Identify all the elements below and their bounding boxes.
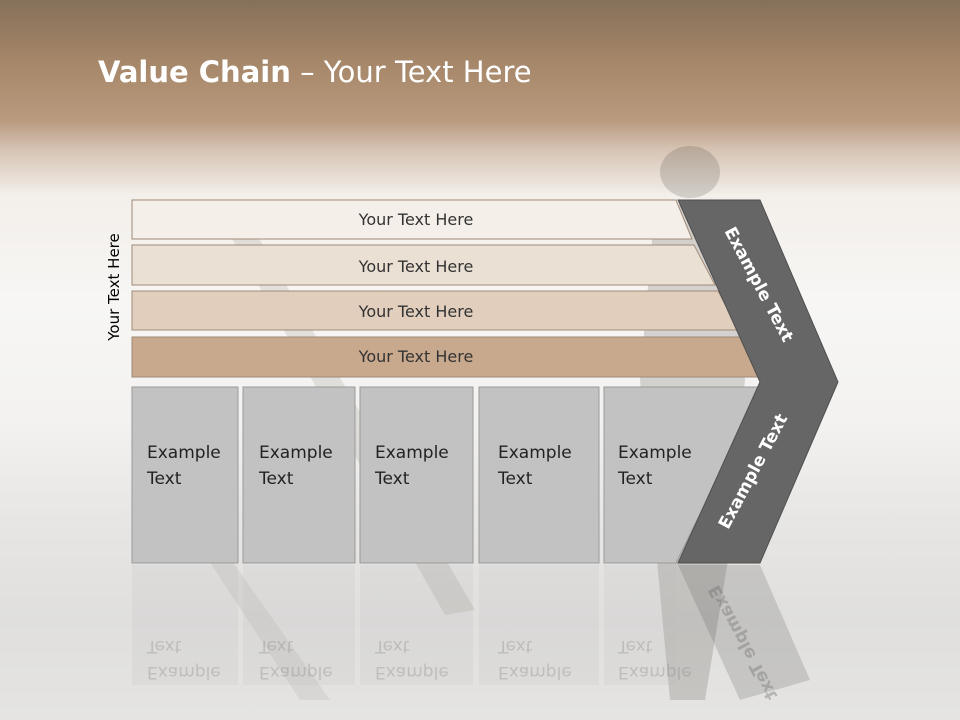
bar-2-shape xyxy=(131,244,716,286)
chevron-reflection xyxy=(678,565,810,700)
column-5-reflection-line2: Text xyxy=(618,636,653,656)
column-5-text: Example Text xyxy=(618,440,692,492)
bar-2-label: Your Text Here xyxy=(358,257,474,276)
bar-3-label: Your Text Here xyxy=(358,302,474,321)
column-1-line1: Example xyxy=(147,443,221,463)
column-5-reflection-line1: Example xyxy=(618,662,692,682)
column-2-text: Example Text xyxy=(259,440,333,492)
column-4-reflection: Example Text xyxy=(498,633,572,685)
column-1-reflection: Example Text xyxy=(147,633,221,685)
title-rest: – Your Text Here xyxy=(290,55,532,89)
column-4-line1: Example xyxy=(498,443,572,463)
bar-3: Your Text Here xyxy=(131,290,740,331)
column-1-text: Example Text xyxy=(147,440,221,492)
column-5-line1: Example xyxy=(618,443,692,463)
column-4-reflection-line1: Example xyxy=(498,662,572,682)
column-1-box xyxy=(131,386,239,564)
column-3-box xyxy=(359,386,474,564)
column-2-box xyxy=(242,386,356,564)
column-2-reflection-line1: Example xyxy=(259,662,333,682)
column-5-line2: Text xyxy=(618,469,653,489)
column-2-line1: Example xyxy=(259,443,333,463)
column-3-line1: Example xyxy=(375,443,449,463)
bar-1-label: Your Text Here xyxy=(358,210,474,229)
column-1-line2: Text xyxy=(147,469,182,489)
column-4-text: Example Text xyxy=(498,440,572,492)
title-bold: Value Chain xyxy=(98,55,291,89)
column-5-reflection: Example Text xyxy=(618,633,692,685)
column-2-reflection: Example Text xyxy=(259,633,333,685)
column-1-reflection-line2: Text xyxy=(147,636,182,656)
column-4-box xyxy=(478,386,600,564)
bar-1-shape xyxy=(131,199,693,240)
bar-2: Your Text Here xyxy=(131,244,716,286)
column-3-text: Example Text xyxy=(375,440,449,492)
column-3-reflection-line2: Text xyxy=(375,636,410,656)
column-3-reflection-line1: Example xyxy=(375,662,449,682)
column-4-line2: Text xyxy=(498,469,533,489)
bar-4-label: Your Text Here xyxy=(358,347,474,366)
column-3-reflection: Example Text xyxy=(375,633,449,685)
column-3-line2: Text xyxy=(375,469,410,489)
column-4-reflection-line2: Text xyxy=(498,636,533,656)
column-2-reflection-line2: Text xyxy=(259,636,294,656)
column-2-line2: Text xyxy=(259,469,294,489)
chevron-arrow xyxy=(677,199,839,564)
bar-4: Your Text Here xyxy=(131,336,763,378)
column-1-reflection-line1: Example xyxy=(147,662,221,682)
slide-title: Value Chain – Your Text Here xyxy=(98,55,532,89)
column-5-box xyxy=(603,386,763,564)
bar-1: Your Text Here xyxy=(131,199,693,240)
column-reflections xyxy=(132,565,676,685)
